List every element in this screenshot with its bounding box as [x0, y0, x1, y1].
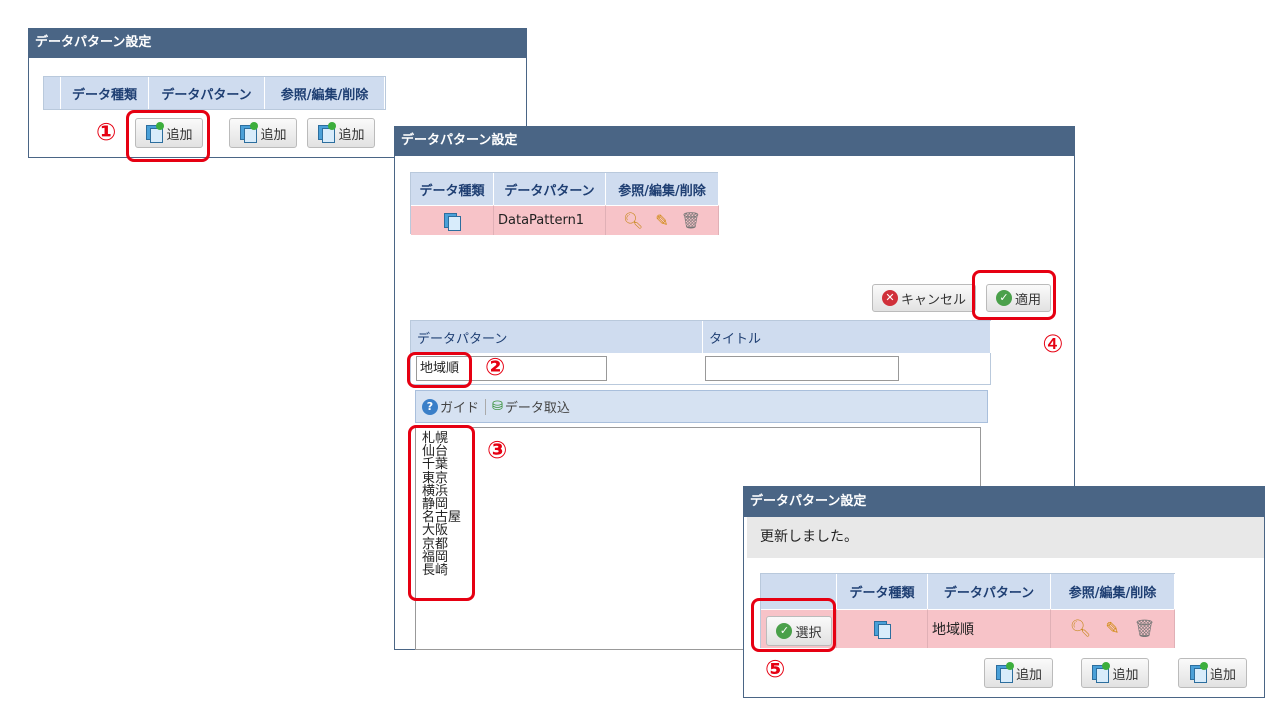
highlight-step-3: [408, 425, 475, 601]
view-icon[interactable]: 🔍︎: [1069, 619, 1092, 639]
list-line: 福岡: [422, 549, 449, 565]
cancel-button[interactable]: ✕キャンセル: [872, 284, 976, 312]
add-label: 追加: [1112, 667, 1139, 683]
select-label: 選択: [795, 625, 822, 641]
add-data-icon: [145, 122, 165, 143]
list-line: 仙台: [422, 444, 449, 460]
list-line: 大阪: [422, 523, 449, 539]
pattern-name-input[interactable]: 地域順: [416, 356, 607, 381]
import-label: データ取込: [504, 401, 570, 416]
add-label: 追加: [166, 127, 193, 143]
step-number-3: ③: [487, 436, 508, 464]
add-table-icon: [1091, 662, 1111, 683]
apply-button[interactable]: ✓適用: [986, 284, 1051, 312]
check-icon: ✓: [995, 290, 1012, 306]
help-icon: ?: [422, 398, 438, 415]
edit-icon[interactable]: ✎: [1105, 619, 1120, 639]
step-number-5: ⑤: [765, 655, 786, 683]
add-file-icon: [317, 122, 337, 143]
list-line: 京都: [422, 536, 449, 552]
delete-icon[interactable]: 🗑︎: [680, 211, 702, 230]
col-header: データパターン: [928, 574, 1051, 609]
add-label: 追加: [338, 127, 365, 143]
col-header: データ種類: [61, 77, 149, 109]
editor-toolbar: ?ガイド ⛁データ取込: [415, 390, 988, 423]
add-button[interactable]: 追加: [1178, 658, 1247, 688]
col-header: [761, 574, 837, 609]
add-label: 追加: [1015, 667, 1042, 683]
toolbar-divider: [485, 398, 487, 415]
add-table-icon: [239, 122, 259, 143]
col-header: データ種類: [411, 173, 494, 205]
list-line: 長崎: [422, 563, 449, 579]
guide-label: ガイド: [440, 401, 480, 416]
col-header: データパターン: [494, 173, 606, 205]
status-message: 更新しました。: [747, 517, 1264, 558]
add-label: 追加: [260, 127, 287, 143]
panel-title: データパターン設定: [744, 487, 1264, 517]
data-pattern-panel-1: データパターン設定 データ種類 データパターン 参照/編集/削除 追加 追加 追…: [28, 28, 527, 158]
cancel-label: キャンセル: [900, 292, 966, 308]
pattern-table: データ種類 データパターン 参照/編集/削除 DataPattern1 🔍︎ ✎…: [410, 172, 719, 235]
data-pattern-panel-2: データパターン設定 データ種類 データパターン 参照/編集/削除 DataPat…: [394, 126, 1075, 650]
col-header: 参照/編集/削除: [1051, 574, 1175, 609]
data-type-cell: [837, 609, 928, 648]
form-header: タイトル: [703, 321, 991, 353]
add-button[interactable]: 追加: [1081, 658, 1149, 688]
data-textarea[interactable]: 札幌 仙台 千葉 東京 横浜 静岡 名古屋 大阪 京都 福岡 長崎: [415, 427, 981, 650]
highlight-step-4: [972, 270, 1056, 320]
list-line: 千葉: [422, 457, 449, 473]
add-button[interactable]: 追加: [229, 118, 297, 148]
add-button[interactable]: 追加: [984, 658, 1053, 688]
pattern-name-cell: 地域順: [928, 609, 1051, 648]
list-line: 静岡: [422, 497, 449, 513]
pattern-table: データ種類 データパターン 参照/編集/削除: [43, 76, 386, 110]
list-line: 東京: [422, 470, 449, 486]
data-type-icon: [873, 620, 891, 639]
list-line: 横浜: [422, 483, 449, 499]
delete-icon[interactable]: 🗑︎: [1133, 619, 1156, 639]
add-data-icon: [995, 662, 1014, 683]
highlight-step-1: [126, 110, 210, 162]
highlight-step-2: [407, 352, 472, 388]
panel-title: データパターン設定: [395, 126, 1074, 156]
add-button[interactable]: 追加: [135, 118, 203, 148]
add-file-icon: [1189, 662, 1208, 683]
list-line: 札幌: [422, 431, 449, 446]
data-pattern-panel-3: データパターン設定 更新しました。 データ種類 データパターン 参照/編集/削除…: [743, 486, 1265, 698]
actions-cell: 🔍︎ ✎ 🗑︎: [1051, 609, 1175, 648]
check-icon: ✓: [776, 623, 793, 639]
col-header: データパターン: [149, 77, 265, 109]
database-import-icon: ⛁: [492, 399, 503, 414]
form-header: データパターン: [411, 321, 703, 353]
pattern-name-cell: DataPattern1: [494, 205, 606, 235]
step-number-4: ④: [1042, 330, 1064, 358]
step-number-2: ②: [485, 353, 506, 381]
col-header: 参照/編集/削除: [606, 173, 719, 205]
edit-icon[interactable]: ✎: [655, 211, 669, 230]
add-button[interactable]: 追加: [307, 118, 375, 148]
pattern-form: データパターン タイトル: [410, 320, 991, 385]
cancel-icon: ✕: [881, 290, 898, 306]
pattern-table: データ種類 データパターン 参照/編集/削除 地域順 🔍︎ ✎ 🗑︎: [760, 573, 1175, 648]
add-label: 追加: [1209, 667, 1236, 683]
view-icon[interactable]: 🔍︎: [622, 211, 644, 230]
col-header: [44, 77, 61, 109]
data-type-icon: [443, 212, 461, 231]
list-line: 名古屋: [422, 510, 462, 526]
title-input[interactable]: [705, 356, 899, 381]
actions-cell: 🔍︎ ✎ 🗑︎: [606, 205, 719, 235]
select-button[interactable]: ✓選択: [766, 616, 832, 646]
guide-button[interactable]: ?ガイド: [422, 397, 479, 416]
import-button[interactable]: ⛁データ取込: [492, 397, 570, 416]
data-type-cell: [411, 205, 494, 235]
panel-title: データパターン設定: [29, 28, 526, 58]
highlight-step-5: [751, 598, 836, 652]
col-header: 参照/編集/削除: [265, 77, 385, 109]
step-number-1: ①: [96, 118, 117, 146]
apply-label: 適用: [1014, 292, 1041, 308]
col-header: データ種類: [837, 574, 928, 609]
